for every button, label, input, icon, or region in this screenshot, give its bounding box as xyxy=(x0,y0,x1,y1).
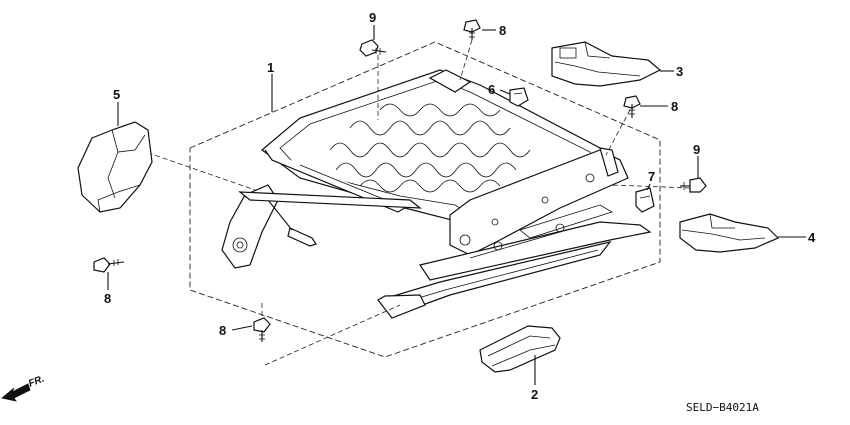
callout-7: 7 xyxy=(648,169,655,184)
assembly-boundary xyxy=(189,41,661,358)
callout-5: 5 xyxy=(113,87,120,102)
callout-3: 3 xyxy=(676,64,683,79)
seat-track-assembly xyxy=(221,69,652,319)
leader-9-right xyxy=(611,184,691,189)
cover-part-2 xyxy=(479,325,561,373)
callout-2: 2 xyxy=(531,387,538,402)
front-direction-label: FR. xyxy=(27,374,46,390)
callout-1: 1 xyxy=(267,60,274,75)
diagram-code: SELD−B4021A xyxy=(686,401,759,414)
bolt-8-left xyxy=(93,257,125,273)
front-direction-arrow-icon xyxy=(1,383,31,402)
leader-2 xyxy=(264,304,401,366)
callout-6: 6 xyxy=(488,82,495,97)
bolt-9-right xyxy=(680,177,707,193)
leader-callout-7 xyxy=(646,183,651,191)
callout-8-bottom: 8 xyxy=(219,323,226,338)
bolt-9-top xyxy=(359,39,387,57)
bracket-part-7 xyxy=(635,187,655,213)
bolt-8-top xyxy=(463,19,481,40)
callout-4: 4 xyxy=(808,230,816,245)
clip-part-6 xyxy=(509,87,529,107)
bolt-8-right xyxy=(623,95,641,118)
leader-callout-8-bottom xyxy=(231,325,253,331)
leader-8-top xyxy=(459,39,473,81)
bolt-8-bottom xyxy=(253,317,271,342)
leader-callout-6 xyxy=(499,89,511,95)
leader-8-right xyxy=(605,109,631,156)
callout-8-right: 8 xyxy=(671,99,678,114)
cover-part-4 xyxy=(679,213,780,253)
callout-8-top: 8 xyxy=(499,23,506,38)
cover-part-3 xyxy=(551,41,662,87)
cover-part-5 xyxy=(77,121,153,213)
callout-8-left: 8 xyxy=(104,291,111,306)
leader-5 xyxy=(139,149,256,191)
callout-9-right: 9 xyxy=(693,142,700,157)
callout-9-top: 9 xyxy=(369,10,376,25)
